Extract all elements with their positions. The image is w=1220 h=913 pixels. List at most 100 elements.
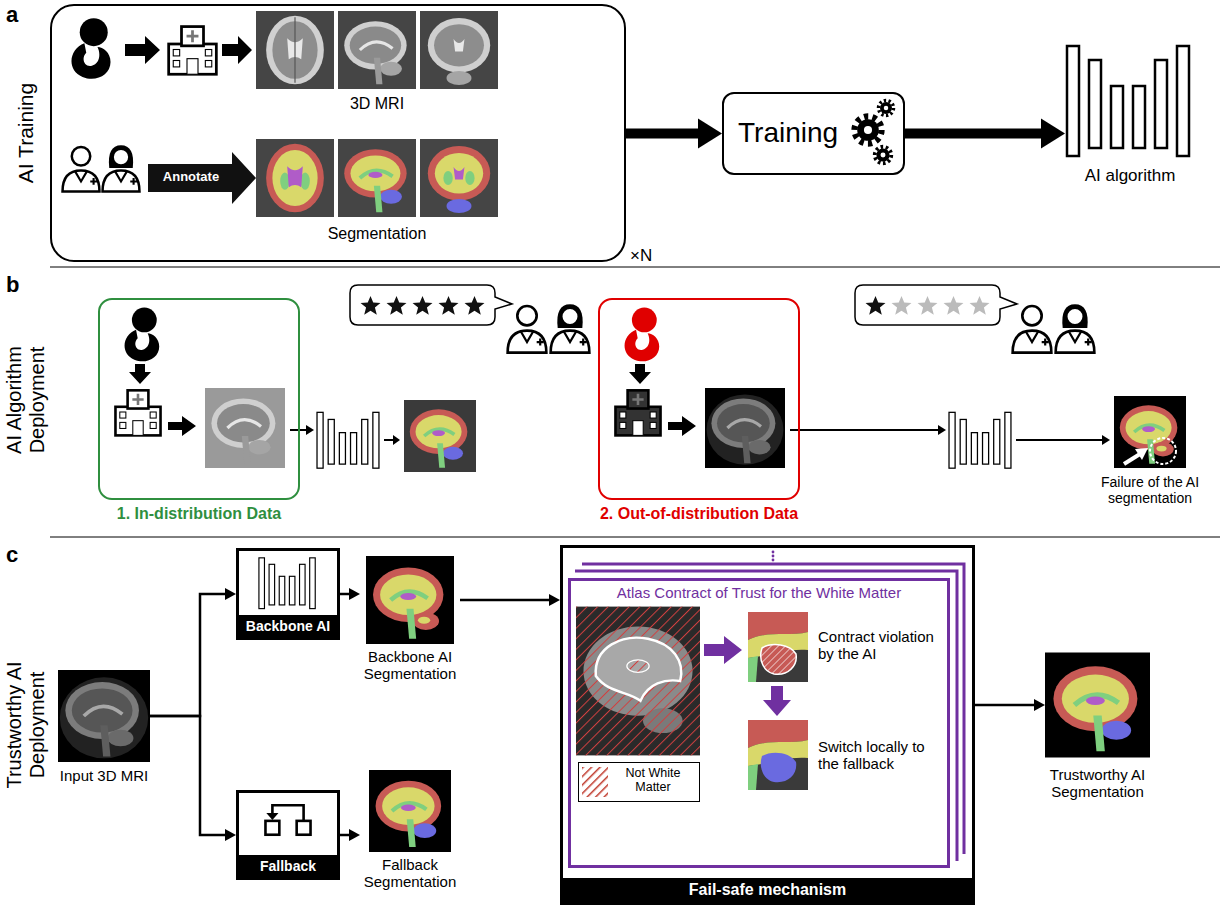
arrow-head [1041, 119, 1065, 149]
contract-box: Atlas Contract of Trust for the White Ma… [568, 578, 950, 868]
panel-b-art [404, 400, 476, 472]
legend-box: Not White Matter [578, 762, 700, 802]
mechanism-label: Fail-safe mechanism [563, 878, 972, 902]
image-caption: Trustworthy AI Segmentation [1027, 766, 1168, 801]
image-caption: Backbone AI Segmentation [345, 648, 475, 683]
legend-text: Not White Matter [611, 766, 695, 794]
panel-b-art [551, 304, 590, 352]
connector-line [340, 593, 350, 596]
panel-c-art [704, 636, 742, 664]
segmentation-image: Fallback Segmentation [360, 770, 460, 852]
panel-b-art [1013, 306, 1052, 353]
panel-c-art [575, 571, 957, 861]
panel-b-art [115, 390, 160, 435]
row-label: Trustworthy AI Deployment [3, 640, 49, 810]
panel-b-art [970, 296, 990, 315]
process-box: Training [722, 92, 905, 175]
panel-b-art [306, 425, 314, 435]
box-caption: 1. In-distribution Data [78, 505, 320, 523]
connector [150, 716, 236, 841]
panel-a-art [256, 139, 334, 217]
arrow-head [225, 588, 236, 600]
panel-c-art [576, 607, 700, 756]
model-box: Backbone AI [236, 548, 340, 640]
panel-b-art [1150, 438, 1176, 464]
panel-letter: c [6, 542, 18, 567]
panel-b-art [290, 429, 306, 431]
panel-letter: b [6, 272, 19, 297]
panel-b-art [384, 439, 393, 441]
panel-b-art [1124, 454, 1140, 464]
step-note: Switch locally to the fallback [818, 738, 946, 773]
image-caption: Fallback Segmentation [345, 856, 475, 891]
panel-c-art [582, 767, 608, 797]
mechanism-box: Fail-safe mechanism Atlas Contract of Tru… [560, 545, 975, 905]
panel-b-art [465, 296, 485, 315]
arrow-head [225, 829, 236, 841]
model-label: Backbone AI [239, 615, 337, 637]
segmentation-image: Backbone AI Segmentation [360, 556, 460, 644]
panel-b-art [1102, 435, 1110, 445]
panel-b-art [790, 429, 938, 431]
arrow-head [698, 119, 722, 149]
panel-separator [50, 267, 1220, 268]
panel-b-art [125, 307, 160, 361]
panel-a-art [256, 11, 334, 89]
panel-c-art [748, 720, 808, 790]
connector-line [460, 599, 550, 602]
panel-b-art [615, 390, 660, 435]
connector [905, 119, 1065, 149]
panel-b-art [205, 388, 285, 468]
model-label: Fallback [239, 855, 337, 877]
panel-b-art [629, 364, 651, 384]
arrow-head [349, 829, 360, 841]
panel-c-art [265, 805, 310, 834]
panel-b-art [1135, 448, 1148, 460]
connector [340, 829, 360, 841]
panel-a-art [148, 152, 256, 204]
panel-c-art [366, 556, 454, 644]
image-caption: Segmentation [297, 225, 457, 243]
box-caption: 2. Out-of-distribution Data [568, 505, 830, 523]
row-label: AI Training [14, 33, 38, 233]
row-label: AI Algorithm Deployment [3, 315, 49, 485]
panel-b-art [705, 388, 785, 468]
connector-line [905, 129, 1042, 139]
icon-caption: AI algorithm [1060, 166, 1200, 186]
connector [975, 699, 1045, 711]
panel-a-art [338, 139, 416, 217]
panel-a-art [169, 27, 217, 75]
arrow-head [1034, 699, 1045, 711]
connector-line [340, 834, 350, 837]
panel-a-art [125, 36, 160, 64]
arrow-label: Annotate [150, 170, 232, 185]
connector-line [975, 704, 1035, 707]
panel-b-art [393, 435, 400, 445]
panel-b-art [508, 306, 547, 353]
panel-b-art [918, 296, 938, 315]
panel-c-art [58, 551, 1150, 861]
connector-line [150, 716, 226, 835]
panel-c-art [369, 770, 451, 852]
panel-c-art [772, 555, 775, 558]
panel-a-art [222, 36, 252, 64]
connector [150, 588, 236, 716]
data-source-box: 2. Out-of-distribution Data [598, 298, 800, 500]
panel-b-art [168, 416, 196, 436]
repeat-note: ×N [630, 246, 652, 266]
segmentation-image: Trustworthy AI Segmentation [1045, 650, 1150, 760]
training-data-box: 3D MRI Segmentation [50, 4, 626, 262]
network-icon: AI algorithm [1065, 38, 1195, 163]
panel-b-art [129, 364, 151, 384]
mri-image: Input 3D MRI [58, 670, 150, 762]
connector [460, 594, 560, 606]
image-caption: Input 3D MRI [39, 767, 169, 784]
panel-b-art [892, 296, 912, 315]
panel-a-art [338, 11, 416, 89]
image-caption: 3D MRI [297, 95, 457, 113]
panel-letter: a [6, 2, 18, 27]
panel-separator [50, 537, 1220, 538]
panel-b-art [1114, 396, 1186, 468]
